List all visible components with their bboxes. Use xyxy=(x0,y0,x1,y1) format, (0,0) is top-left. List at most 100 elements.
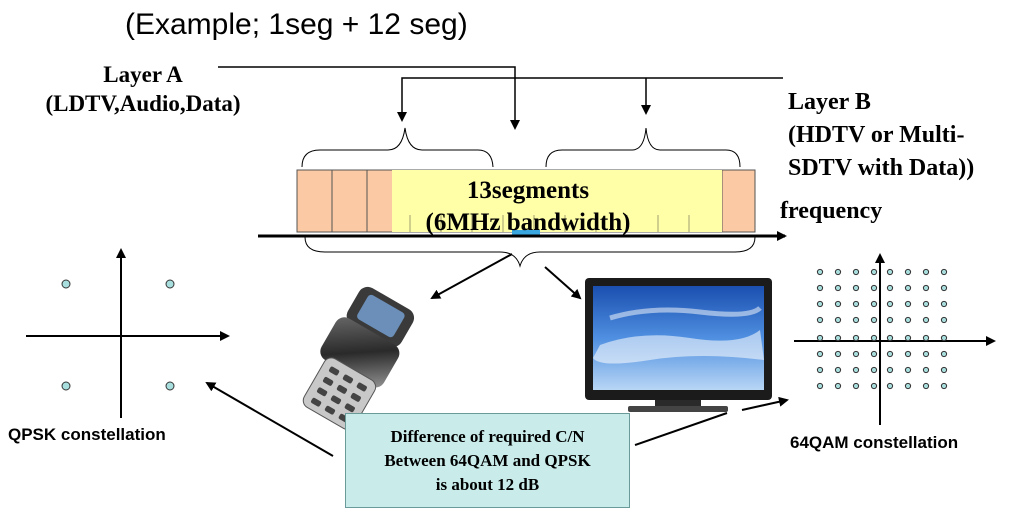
layer-b-leader-a xyxy=(397,77,783,122)
qam-point xyxy=(852,334,860,342)
qam-point xyxy=(852,350,860,358)
qam-point xyxy=(852,268,860,276)
qpsk-constellation-label: QPSK constellation xyxy=(8,425,166,444)
qam-point xyxy=(852,366,860,374)
qam-point xyxy=(922,300,930,308)
bandwidth-brace xyxy=(304,236,756,268)
qam-point xyxy=(922,350,930,358)
qam-point xyxy=(904,366,912,374)
qam-point xyxy=(816,316,824,324)
layer-b-content-2: SDTV with Data)) xyxy=(788,155,975,181)
qam-point xyxy=(870,300,878,308)
qam-point xyxy=(816,300,824,308)
qam-point xyxy=(940,366,948,374)
qam-point xyxy=(816,366,824,374)
qam-point xyxy=(816,382,824,390)
qam-point xyxy=(922,268,930,276)
qam-point xyxy=(940,350,948,358)
qam-point xyxy=(852,284,860,292)
qam-point xyxy=(904,334,912,342)
qpsk-points xyxy=(61,279,175,391)
qam-point xyxy=(834,268,842,276)
qam-point xyxy=(870,382,878,390)
qam-point xyxy=(922,334,930,342)
qam-point xyxy=(940,300,948,308)
arrow-to-tv xyxy=(544,266,582,300)
qam-point xyxy=(904,300,912,308)
layer-b-brace xyxy=(545,127,741,168)
qam-point xyxy=(852,316,860,324)
layer-a-label: Layer A (LDTV,Audio,Data) xyxy=(8,60,278,118)
qam-point xyxy=(852,382,860,390)
layer-a-title: Layer A xyxy=(103,62,183,87)
qam-point xyxy=(870,284,878,292)
cn-difference-line-3: is about 12 dB xyxy=(435,474,540,494)
qam-point xyxy=(886,334,894,342)
qam-point xyxy=(886,350,894,358)
qam-point xyxy=(922,316,930,324)
one-seg-marker xyxy=(512,230,540,236)
qam-constellation-label: 64QAM constellation xyxy=(790,433,959,452)
qam-point xyxy=(904,268,912,276)
layer-b-content-1: (HDTV or Multi- xyxy=(788,122,965,148)
qam-point xyxy=(834,350,842,358)
qam-point xyxy=(940,316,948,324)
qam-point xyxy=(870,334,878,342)
layer-a-content: (LDTV,Audio,Data) xyxy=(45,91,241,116)
mobile-phone-icon xyxy=(302,286,415,431)
qam-point xyxy=(922,382,930,390)
layer-a-leader xyxy=(218,66,520,130)
qam-point xyxy=(886,300,894,308)
qam-point xyxy=(886,284,894,292)
example-caption: (Example; 1seg + 12 seg) xyxy=(125,8,468,41)
qam-point xyxy=(940,382,948,390)
cn-difference-box: Difference of required C/N Between 64QAM… xyxy=(345,413,630,508)
qam-point xyxy=(870,316,878,324)
qam-point xyxy=(816,268,824,276)
qam-point xyxy=(940,284,948,292)
qam-point xyxy=(870,268,878,276)
qam-point xyxy=(886,316,894,324)
segments-bandwidth: (6MHz bandwidth) xyxy=(425,209,631,236)
segments-label: 13segments (6MHz bandwidth) xyxy=(393,175,663,239)
qam-points xyxy=(816,268,948,390)
qam-point xyxy=(816,284,824,292)
qam-point xyxy=(816,350,824,358)
arrow-to-qam-line xyxy=(634,412,728,446)
layer-b-title: Layer B xyxy=(788,89,871,115)
qam-point xyxy=(852,300,860,308)
arrow-to-qam-head xyxy=(741,396,789,411)
arrow-to-phone xyxy=(430,253,513,299)
qam-point xyxy=(940,334,948,342)
qam-point xyxy=(834,334,842,342)
qam-point xyxy=(940,268,948,276)
qam-point xyxy=(834,316,842,324)
segments-count: 13segments xyxy=(466,177,590,204)
qam-point xyxy=(870,366,878,374)
qam-point xyxy=(886,382,894,390)
qam-point xyxy=(870,350,878,358)
layer-a-brace xyxy=(301,127,494,168)
qam-point xyxy=(834,382,842,390)
qam-point xyxy=(904,316,912,324)
qam-point xyxy=(922,284,930,292)
center-segment-ticks xyxy=(409,215,690,232)
qam-point xyxy=(904,350,912,358)
qpsk-constellation xyxy=(26,248,230,418)
arrow-to-qpsk xyxy=(205,381,334,457)
qam-point xyxy=(834,300,842,308)
qam-point xyxy=(834,366,842,374)
qam-point xyxy=(816,334,824,342)
layer-b-label: Layer B (HDTV or Multi- SDTV with Data)) xyxy=(788,86,1028,185)
segment-band xyxy=(296,169,756,236)
frequency-axis-label: frequency xyxy=(780,198,883,224)
qam-point xyxy=(886,366,894,374)
cn-difference-line-1: Difference of required C/N xyxy=(390,426,585,446)
qam-point xyxy=(886,268,894,276)
qam-point xyxy=(922,366,930,374)
center-segments-area xyxy=(392,170,722,232)
cn-difference-line-2: Between 64QAM and QPSK xyxy=(384,450,591,470)
qam-point xyxy=(834,284,842,292)
flat-tv-icon xyxy=(585,278,772,412)
